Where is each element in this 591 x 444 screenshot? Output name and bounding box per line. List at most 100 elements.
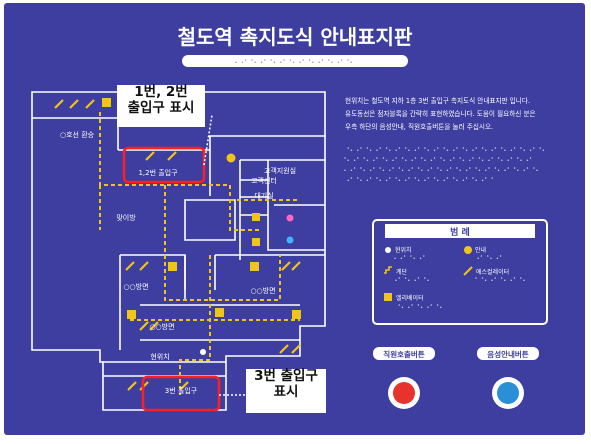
braille-dot xyxy=(494,147,497,149)
braille-title xyxy=(235,59,352,63)
exit-3-highlight xyxy=(141,375,221,412)
braille-dot xyxy=(235,61,237,63)
braille-dot xyxy=(485,169,487,171)
stairs-icon xyxy=(384,266,392,274)
sign-title: 철도역 촉지도식 안내표지판 xyxy=(178,25,413,49)
braille-dot xyxy=(417,179,420,181)
braille-dot xyxy=(453,149,455,151)
braille-dot xyxy=(363,169,365,171)
braille-dot xyxy=(501,159,503,161)
braille-dot xyxy=(462,179,465,181)
braille-dot xyxy=(308,59,311,61)
braille-dot xyxy=(360,179,362,181)
braille-dot xyxy=(347,159,349,161)
braille-dot xyxy=(477,257,479,259)
braille-dot xyxy=(394,257,396,259)
braille-dot xyxy=(264,59,266,61)
braille-dot xyxy=(510,279,512,281)
braille-dot xyxy=(389,177,391,179)
braille-dot xyxy=(491,177,493,179)
braille-dot xyxy=(427,306,429,308)
braille-title-bar xyxy=(182,55,408,67)
braille-dot xyxy=(475,167,477,169)
braille-dot xyxy=(499,255,502,257)
braille-dot xyxy=(408,306,410,308)
call-buttons: 직원호출버튼 음성안내버튼 xyxy=(373,347,539,409)
voice-guide-button[interactable] xyxy=(497,382,519,404)
braille-dot xyxy=(417,147,420,149)
braille-dot xyxy=(347,147,349,149)
braille-dot xyxy=(350,149,353,151)
braille-description xyxy=(344,147,545,181)
staff-call-button[interactable] xyxy=(393,382,415,404)
braille-legend xyxy=(394,255,525,308)
braille-dot xyxy=(410,255,412,257)
braille-dot xyxy=(400,257,403,259)
braille-dot xyxy=(469,159,471,161)
room-label-platform-a: ○○방면 xyxy=(123,282,148,291)
braille-dot xyxy=(360,147,362,149)
braille-dot xyxy=(408,177,410,179)
braille-dot xyxy=(449,167,452,169)
men-toilet-icon xyxy=(286,236,294,244)
braille-dot xyxy=(491,149,493,151)
braille-dot xyxy=(260,61,263,63)
braille-dot xyxy=(513,277,516,279)
braille-dot xyxy=(517,157,519,159)
escalator-icon xyxy=(291,261,301,271)
braille-dot xyxy=(517,169,519,171)
current-location-icon xyxy=(385,247,391,253)
braille-dot xyxy=(270,59,272,61)
voice-guide-label-pill xyxy=(477,347,539,360)
braille-dot xyxy=(417,277,420,279)
braille-dot xyxy=(453,177,455,179)
braille-dot xyxy=(289,59,292,61)
room-label-exit-1-2: 1,2번 출입구 xyxy=(138,168,178,177)
braille-dot xyxy=(340,59,343,61)
braille-dot xyxy=(487,255,489,257)
braille-dot xyxy=(478,169,481,171)
braille-dot xyxy=(251,59,253,61)
braille-dot xyxy=(408,149,410,151)
braille-dot xyxy=(331,61,333,63)
braille-dot xyxy=(496,257,499,259)
braille-dot xyxy=(472,177,474,179)
braille-dot xyxy=(513,147,516,149)
braille-dot xyxy=(443,179,445,181)
escalator-icon xyxy=(281,261,291,271)
braille-dot xyxy=(382,169,385,171)
braille-dot xyxy=(347,179,349,181)
braille-dot xyxy=(369,149,372,151)
escalator-icon xyxy=(127,381,137,391)
braille-dot xyxy=(480,255,483,257)
braille-dot xyxy=(318,61,320,63)
braille-dot xyxy=(395,279,397,281)
escalator-icon xyxy=(139,321,149,331)
braille-dot xyxy=(456,167,458,169)
outer-wall xyxy=(31,91,326,411)
elevator-icon xyxy=(250,262,259,271)
braille-dot xyxy=(424,277,426,279)
braille-dot xyxy=(472,149,474,151)
braille-dot xyxy=(427,177,429,179)
braille-dot xyxy=(421,169,423,171)
braille-dot xyxy=(481,179,484,181)
braille-dot xyxy=(283,59,285,61)
escalator-icon xyxy=(167,151,177,161)
braille-dot xyxy=(408,279,410,281)
braille-dot xyxy=(513,167,516,169)
braille-dot xyxy=(491,279,493,281)
exit-1-2-callout-line1: 1번, 2번 xyxy=(134,84,188,100)
braille-dot xyxy=(437,179,439,181)
room-label-info-desk: 고객센터 xyxy=(251,176,277,185)
braille-dot xyxy=(321,59,324,61)
braille-dot xyxy=(446,169,449,171)
current-location-icon xyxy=(200,349,206,355)
elevator-icon xyxy=(168,262,177,271)
braille-dot xyxy=(481,159,484,161)
braille-dot xyxy=(421,157,423,159)
braille-dot xyxy=(497,169,500,171)
braille-dot xyxy=(357,157,359,159)
map-icons xyxy=(54,98,301,391)
braille-dot xyxy=(504,149,506,151)
